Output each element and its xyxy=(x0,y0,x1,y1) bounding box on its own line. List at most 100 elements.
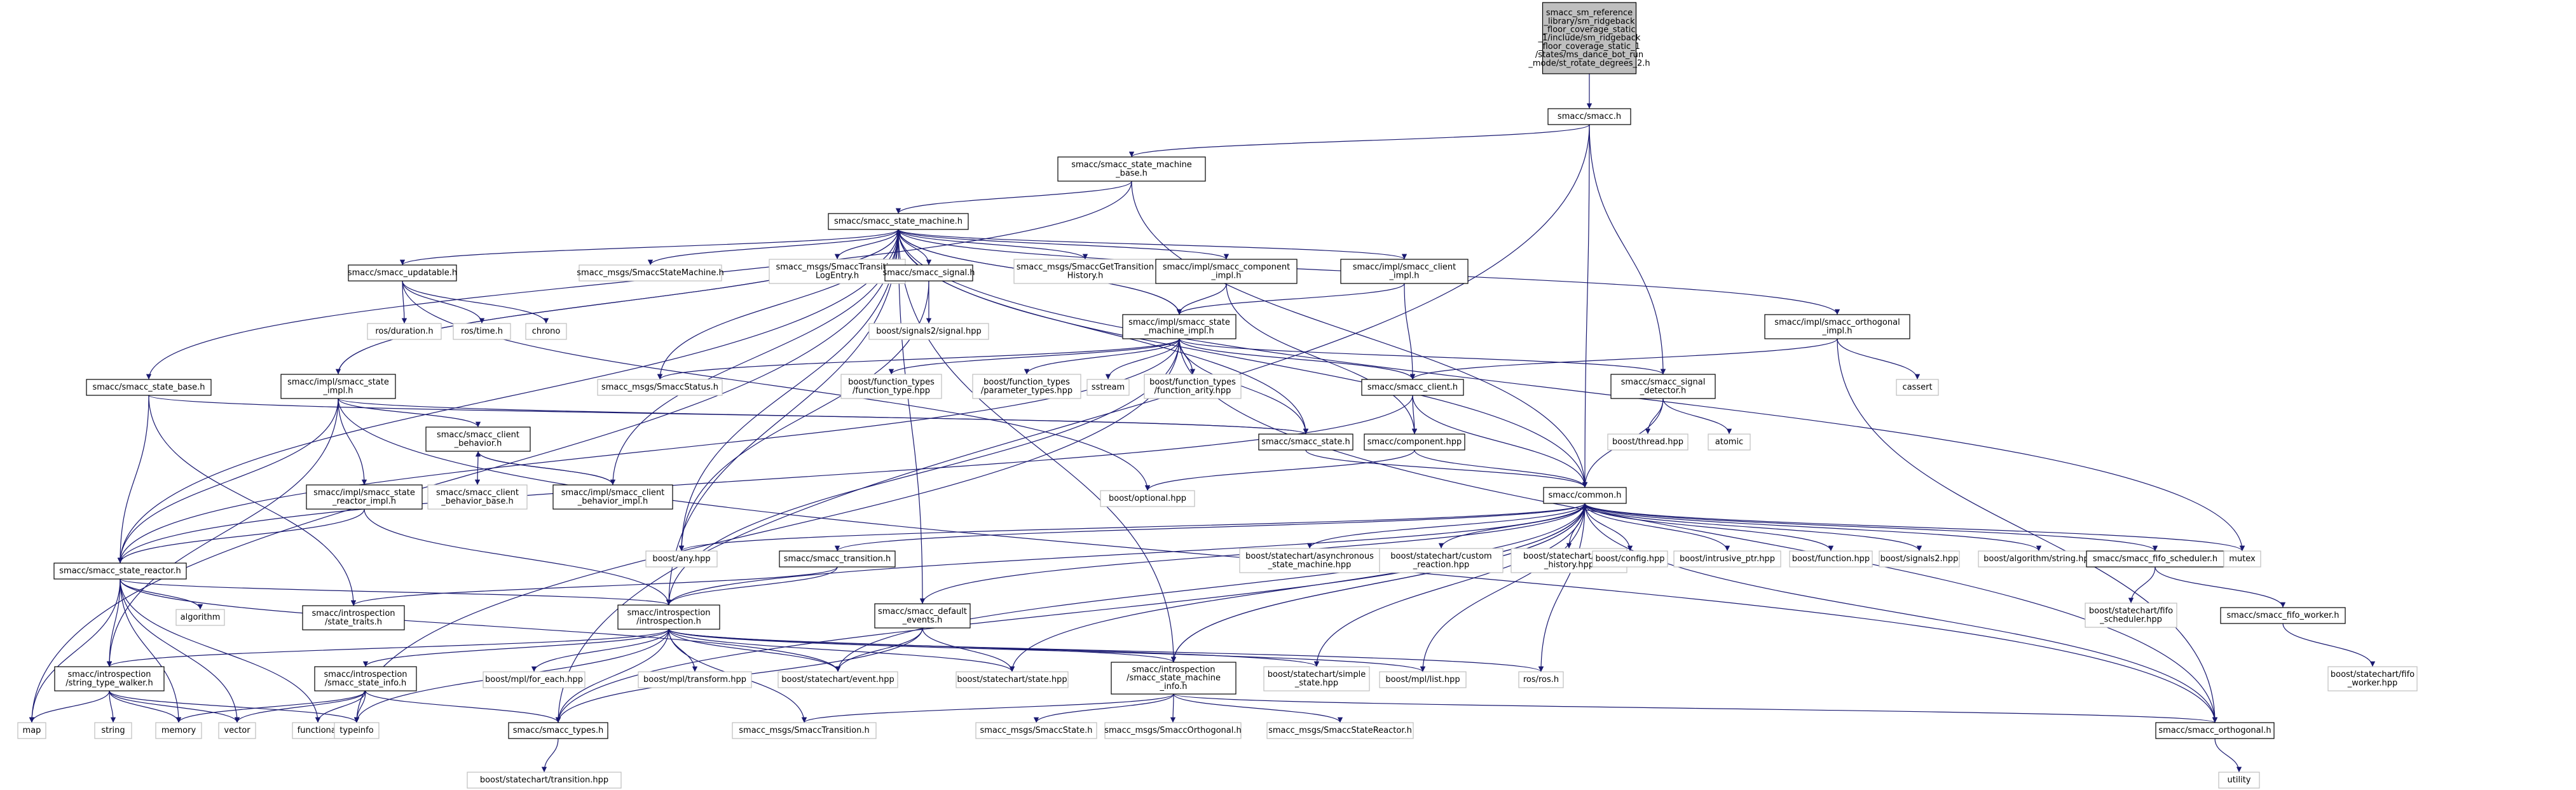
node-string: string xyxy=(94,722,132,739)
node-mutex: mutex xyxy=(2223,550,2261,568)
node-label: _floor_coverage_static_1 xyxy=(1538,42,1640,51)
node-client_h[interactable]: smacc/smacc_client.h xyxy=(1361,379,1464,396)
edge-sm_h-to-msg_statemachine xyxy=(647,229,899,266)
node-types_h[interactable]: smacc/smacc_types.h xyxy=(508,722,608,739)
node-box xyxy=(453,323,511,340)
node-reactor_impl[interactable]: smacc/impl/smacc_state_reactor_impl.h xyxy=(306,484,423,510)
node-label: boost/statechart/event.hpp xyxy=(781,675,894,684)
node-common_h[interactable]: smacc/common.h xyxy=(1543,487,1627,504)
edge-sm_h-to-default_events xyxy=(898,229,926,604)
node-label: smacc/smacc_signal xyxy=(1621,378,1706,387)
node-label: smacc/smacc.h xyxy=(1558,112,1621,121)
node-state_h[interactable]: smacc/smacc_state.h xyxy=(1258,433,1353,451)
node-box xyxy=(54,666,165,691)
node-box xyxy=(1340,259,1469,284)
edge-introspection_h-to-sc_state xyxy=(668,629,1015,672)
edge-transition_h-to-introspection_h xyxy=(666,566,838,606)
node-smacc_h[interactable]: smacc/smacc.h xyxy=(1547,108,1631,125)
node-component_h[interactable]: smacc/component.hpp xyxy=(1364,433,1465,451)
node-sig_detector[interactable]: smacc/smacc_signal_detector.h xyxy=(1610,374,1716,399)
node-reactor_h[interactable]: smacc/smacc_state_reactor.h xyxy=(53,562,187,580)
edge-reactor_impl-to-introspection_h xyxy=(364,508,672,606)
edge-ssi-to-types_h xyxy=(365,690,561,723)
node-ssmi[interactable]: smacc/introspection/smacc_state_machine_… xyxy=(1111,662,1237,695)
node-box xyxy=(467,772,622,789)
edge-sm_h-to-map xyxy=(29,229,899,723)
edge-common_h-to-transition_h xyxy=(835,503,1586,552)
node-label: smacc/smacc_types.h xyxy=(513,726,603,735)
node-sm_h[interactable]: smacc/smacc_state_machine.h xyxy=(828,213,969,230)
node-box xyxy=(1364,433,1465,451)
node-box xyxy=(86,379,212,396)
node-introspection_h[interactable]: smacc/introspection/introspection.h xyxy=(617,604,720,630)
node-mpl_transform: boost/mpl/transform.hpp xyxy=(638,671,752,688)
node-box xyxy=(314,666,417,691)
edge-client_behavior-to-cb_base xyxy=(474,451,481,486)
node-sm_impl[interactable]: smacc/impl/smacc_state_machine_impl.h xyxy=(1122,314,1237,339)
node-box xyxy=(1086,379,1130,396)
node-box xyxy=(2086,550,2224,568)
node-label: boost/statechart/fifo xyxy=(2089,606,2173,616)
edge-sm_h-to-msg_status xyxy=(657,229,899,380)
edge-stw-to-memory xyxy=(109,690,182,723)
edge-common_h-to-introspection_h xyxy=(666,503,1586,606)
dependency-edges xyxy=(29,74,2376,773)
node-label: ros/duration.h xyxy=(375,327,433,336)
edge-ssmi-to-msg_transition xyxy=(802,693,1174,723)
node-box xyxy=(2327,666,2418,691)
node-label: smacc/smacc_transition.h xyxy=(784,554,891,564)
node-box xyxy=(884,264,973,282)
node-label: _worker.hpp xyxy=(2347,678,2398,688)
node-box xyxy=(1978,550,2100,568)
node-label: smacc/introspection xyxy=(312,609,395,618)
node-box xyxy=(218,722,256,739)
node-label: typeinfo xyxy=(339,726,373,735)
node-fifo_worker[interactable]: smacc/smacc_fifo_worker.h xyxy=(2220,607,2346,624)
node-label: string xyxy=(101,726,125,735)
node-label: utility xyxy=(2228,775,2251,785)
node-sm_base[interactable]: smacc/smacc_state_machine_base.h xyxy=(1057,156,1206,182)
node-state_traits[interactable]: smacc/introspection/state_traits.h xyxy=(302,605,405,630)
node-box xyxy=(1547,108,1631,125)
node-label: /smacc_state_machine xyxy=(1127,674,1221,683)
node-stw[interactable]: smacc/introspection/string_type_walker.h xyxy=(54,666,165,691)
node-orthogonal_h[interactable]: smacc/smacc_orthogonal.h xyxy=(2155,722,2275,739)
node-label: boost/statechart/deep xyxy=(1523,552,1615,561)
node-updatable[interactable]: smacc/smacc_updatable.h xyxy=(348,264,457,282)
node-label: _history.hpp xyxy=(1544,560,1594,569)
node-box xyxy=(1258,433,1353,451)
edge-sm_impl-to-reactor_h xyxy=(117,338,1180,564)
node-state_impl[interactable]: smacc/impl/smacc_state_impl.h xyxy=(280,374,396,399)
node-transition_h[interactable]: smacc/smacc_transition.h xyxy=(779,550,896,568)
node-orth_impl[interactable]: smacc/impl/smacc_orthogonal_impl.h xyxy=(1764,314,1910,339)
node-ssi[interactable]: smacc/introspection/smacc_state_info.h xyxy=(314,666,417,691)
node-label: smacc/impl/smacc_orthogonal xyxy=(1774,318,1900,327)
node-label: smacc/smacc_fifo_worker.h xyxy=(2226,611,2339,620)
node-box xyxy=(2218,772,2260,789)
edge-types_h-to-sc_transition xyxy=(541,738,559,773)
node-box xyxy=(645,550,718,568)
node-fifo_scheduler[interactable]: smacc/smacc_fifo_scheduler.h xyxy=(2086,550,2224,568)
node-box xyxy=(1708,433,1751,451)
node-signal_h[interactable]: smacc/smacc_signal.h xyxy=(882,264,975,282)
node-cb_impl[interactable]: smacc/impl/smacc_client_behavior_impl.h xyxy=(552,484,673,510)
node-label: memory xyxy=(161,726,196,735)
node-default_events[interactable]: smacc/smacc_default_events.h xyxy=(874,603,971,629)
node-root[interactable]: smacc_sm_reference_library/sm_ridgeback_… xyxy=(1528,2,1650,74)
node-box xyxy=(1592,550,1668,568)
node-msg_statemachine: smacc_msgs/SmaccStateMachine.h xyxy=(577,264,724,282)
node-label: boost/statechart/asynchronous xyxy=(1245,552,1374,561)
node-box xyxy=(1764,314,1910,339)
node-cb_base: smacc/smacc_client_behavior_base.h xyxy=(427,484,528,510)
node-client_impl[interactable]: smacc/impl/smacc_client_impl.h xyxy=(1340,259,1469,284)
node-client_behavior[interactable]: smacc/smacc_client_behavior.h xyxy=(425,426,531,452)
node-label: _reaction.hpp xyxy=(1413,560,1469,569)
node-box xyxy=(1361,379,1464,396)
node-label: boost/optional.hpp xyxy=(1109,494,1186,503)
node-label: smacc/impl/smacc_state xyxy=(1128,318,1230,327)
edge-sm_impl-to-msg_status xyxy=(657,338,1180,380)
node-label: vector xyxy=(224,726,250,735)
edge-common_h-to-signals2 xyxy=(1584,503,1922,552)
node-comp_impl[interactable]: smacc/impl/smacc_component_impl.h xyxy=(1155,259,1298,284)
node-state_base[interactable]: smacc/smacc_state_base.h xyxy=(86,379,212,396)
